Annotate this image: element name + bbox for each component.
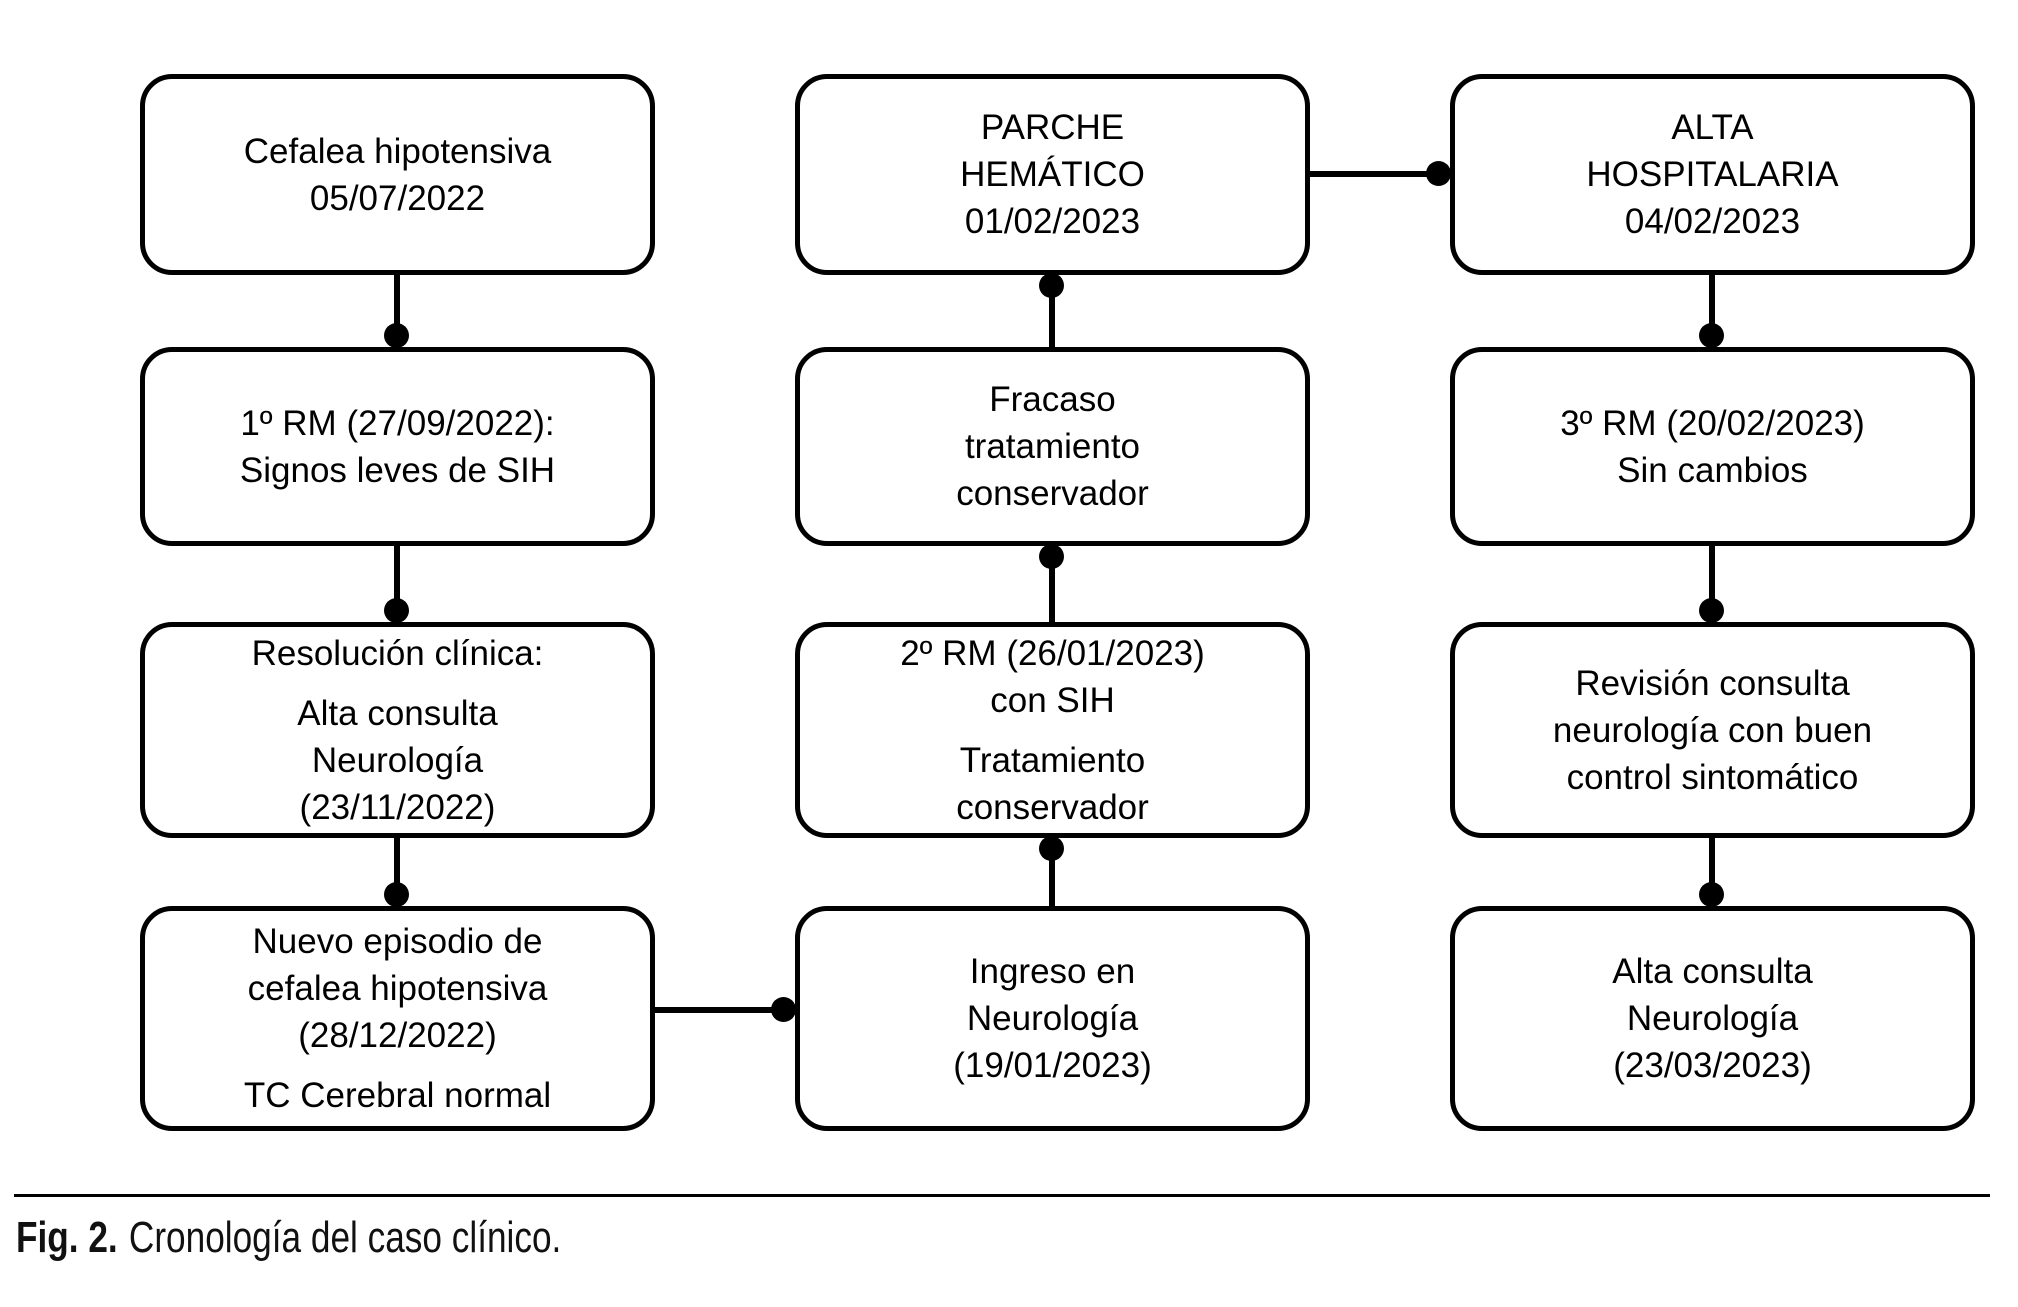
box-text-line: Tratamiento xyxy=(959,740,1146,780)
box-text-line: neurología con buen xyxy=(1552,710,1873,750)
flow-box-parche-hematico: PARCHE HEMÁTICO 01/02/2023 xyxy=(795,74,1310,275)
box-text-line: (23/11/2022) xyxy=(299,787,496,827)
junction-dot xyxy=(1039,273,1064,298)
box-paragraph: Revisión consulta neurología con buen co… xyxy=(1553,660,1872,801)
box-text-line: Neurología xyxy=(311,740,484,780)
box-text-line: Sin cambios xyxy=(1617,450,1808,490)
box-text-line: Resolución clínica: xyxy=(251,633,544,673)
box-paragraph: 1º RM (27/09/2022): Signos leves de SIH xyxy=(240,400,555,494)
box-paragraph: Alta consulta Neurología (23/03/2023) xyxy=(1612,948,1812,1089)
connector-ingreso-to-rm2 xyxy=(1049,838,1055,906)
box-text-line: Cefalea hipotensiva xyxy=(243,131,552,171)
box-paragraph: 2º RM (26/01/2023) con SIH xyxy=(900,630,1205,724)
box-text-line: control sintomático xyxy=(1566,757,1859,797)
box-text-line: Neurología xyxy=(966,999,1139,1038)
box-text-line: Revisión consulta xyxy=(1575,663,1850,703)
box-text-line: 05/07/2022 xyxy=(309,178,486,218)
connector-cefalea-to-rm1 xyxy=(394,275,400,347)
junction-dot xyxy=(1039,544,1064,569)
connector-rm2-to-fracaso xyxy=(1049,546,1055,622)
box-text-line: 04/02/2023 xyxy=(1624,202,1801,241)
figure-caption: Fig. 2.Cronología del caso clínico. xyxy=(16,1212,561,1264)
figure-caption-text: Cronología del caso clínico. xyxy=(128,1213,562,1262)
box-text-line: PARCHE xyxy=(980,108,1125,147)
junction-dot xyxy=(771,997,796,1022)
flow-box-fracaso-tratamiento: Fracaso tratamiento conservador xyxy=(795,347,1310,546)
flow-box-1-rm: 1º RM (27/09/2022): Signos leves de SIH xyxy=(140,347,655,546)
box-text-line: HEMÁTICO xyxy=(960,155,1145,194)
junction-dot xyxy=(1699,882,1724,907)
flow-box-cefalea-hipotensiva: Cefalea hipotensiva 05/07/2022 xyxy=(140,74,655,275)
box-text-line: (28/12/2022) xyxy=(298,1016,497,1055)
box-paragraph: PARCHE HEMÁTICO 01/02/2023 xyxy=(960,104,1145,245)
flow-box-alta-consulta-neurologia: Alta consulta Neurología (23/03/2023) xyxy=(1450,906,1975,1131)
box-paragraph: 3º RM (20/02/2023) Sin cambios xyxy=(1560,400,1865,494)
box-text-line: 1º RM (27/09/2022): xyxy=(240,403,555,443)
box-text-line: ALTA xyxy=(1671,108,1754,147)
box-text-line: Ingreso en xyxy=(969,952,1136,991)
flow-box-revision-consulta: Revisión consulta neurología con buen co… xyxy=(1450,622,1975,838)
flow-box-alta-hospitalaria: ALTA HOSPITALARIA 04/02/2023 xyxy=(1450,74,1975,275)
box-text-line: Alta consulta xyxy=(297,693,498,733)
connector-rm3-to-revision xyxy=(1709,546,1715,622)
box-text-line: TC Cerebral normal xyxy=(243,1076,552,1115)
flow-box-2-rm: 2º RM (26/01/2023) con SIH Tratamiento c… xyxy=(795,622,1310,838)
box-paragraph: Cefalea hipotensiva 05/07/2022 xyxy=(244,128,551,222)
box-paragraph: Fracaso tratamiento conservador xyxy=(956,376,1149,517)
box-text-line: Nuevo episodio de xyxy=(252,922,543,961)
box-text-line: Neurología xyxy=(1626,999,1799,1038)
junction-dot xyxy=(1699,598,1724,623)
box-paragraph: Alta consulta Neurología (23/11/2022) xyxy=(297,690,497,831)
box-text-line: tratamiento xyxy=(964,427,1141,466)
junction-dot xyxy=(1039,836,1064,861)
connector-alta-hospitalaria-to-rm3 xyxy=(1709,275,1715,347)
box-text-line: 01/02/2023 xyxy=(964,202,1141,241)
connector-nuevo-episodio-to-ingreso xyxy=(655,1007,795,1013)
junction-dot xyxy=(1699,323,1724,348)
connector-revision-to-alta-consulta xyxy=(1709,838,1715,906)
box-paragraph: TC Cerebral normal xyxy=(244,1072,551,1119)
box-text-line: HOSPITALARIA xyxy=(1586,155,1839,194)
flow-box-3-rm: 3º RM (20/02/2023) Sin cambios xyxy=(1450,347,1975,546)
box-text-line: Alta consulta xyxy=(1612,952,1813,991)
box-paragraph: Ingreso en Neurología (19/01/2023) xyxy=(953,948,1151,1089)
box-paragraph: Nuevo episodio de cefalea hipotensiva (2… xyxy=(248,918,548,1059)
connector-resolucion-to-nuevo-episodio xyxy=(394,838,400,906)
flow-box-nuevo-episodio: Nuevo episodio de cefalea hipotensiva (2… xyxy=(140,906,655,1131)
box-text-line: 2º RM (26/01/2023) xyxy=(900,633,1205,673)
connector-rm1-to-resolucion xyxy=(394,546,400,622)
box-text-line: (19/01/2023) xyxy=(953,1046,1152,1085)
flow-box-resolucion-clinica: Resolución clínica: Alta consulta Neurol… xyxy=(140,622,655,838)
junction-dot xyxy=(384,598,409,623)
box-text-line: conservador xyxy=(956,787,1149,827)
caption-divider-rule xyxy=(14,1194,1990,1197)
box-paragraph: Resolución clínica: xyxy=(252,630,544,677)
box-text-line: con SIH xyxy=(990,680,1115,720)
box-text-line: Signos leves de SIH xyxy=(239,450,556,490)
box-text-line: conservador xyxy=(956,474,1149,513)
figure-caption-label: Fig. 2. xyxy=(16,1213,118,1262)
connector-fracaso-to-parche xyxy=(1049,275,1055,347)
junction-dot xyxy=(384,323,409,348)
box-paragraph: ALTA HOSPITALARIA 04/02/2023 xyxy=(1586,104,1838,245)
junction-dot xyxy=(384,882,409,907)
junction-dot xyxy=(1426,161,1451,186)
box-paragraph: Tratamiento conservador xyxy=(956,737,1149,831)
box-text-line: 3º RM (20/02/2023) xyxy=(1560,403,1865,443)
box-text-line: Fracaso xyxy=(989,380,1116,419)
box-text-line: cefalea hipotensiva xyxy=(247,969,548,1008)
connector-parche-to-alta-hospitalaria xyxy=(1310,171,1450,177)
box-text-line: (23/03/2023) xyxy=(1613,1046,1812,1085)
flow-box-ingreso-neurologia: Ingreso en Neurología (19/01/2023) xyxy=(795,906,1310,1131)
